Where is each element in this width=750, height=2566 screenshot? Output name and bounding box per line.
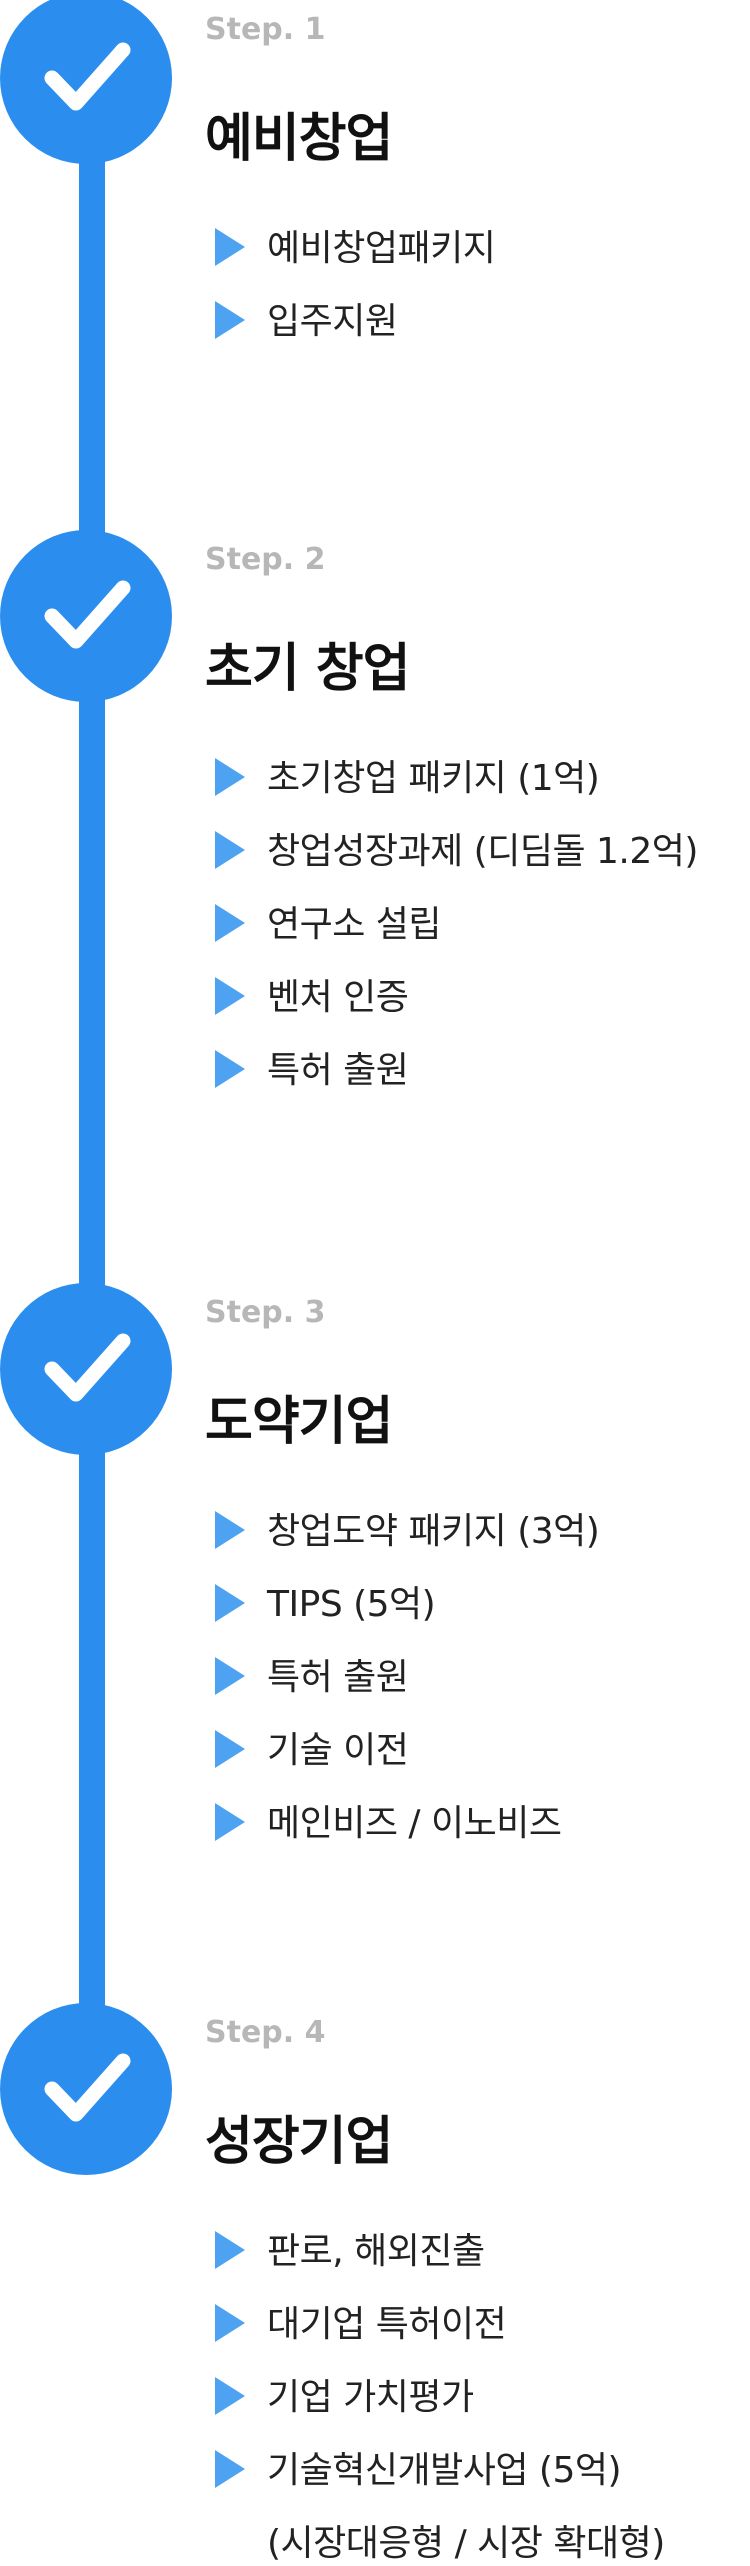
triangle-right-icon [215, 2231, 245, 2269]
item-text: 기업 가치평가 [267, 2377, 474, 2418]
item-text: 창업성장과제 (디딤돌 1.2억) [267, 831, 698, 872]
check-circle-icon [0, 1283, 172, 1455]
item-text: 기술혁신개발사업 (5억) [267, 2450, 622, 2491]
step-title: 도약기업 [205, 1392, 393, 1452]
item-subtext: (시장대응형 / 시장 확대형) [267, 2523, 665, 2564]
triangle-right-icon [215, 2450, 245, 2488]
item-text: 특허 출원 [267, 1050, 409, 1091]
step-label: Step. 2 [205, 542, 326, 577]
triangle-right-icon [215, 977, 245, 1015]
triangle-right-icon [215, 1584, 245, 1622]
step-label: Step. 4 [205, 2015, 326, 2050]
step-title: 성장기업 [205, 2112, 393, 2172]
triangle-right-icon [215, 758, 245, 796]
item-text: 대기업 특허이전 [267, 2304, 507, 2345]
check-circle-icon [0, 2003, 172, 2175]
step-3: Step. 3 도약기업 창업도약 패키지 (3억) TIPS (5억) 특허 … [0, 1283, 750, 1844]
item-text: 특허 출원 [267, 1657, 409, 1698]
triangle-right-icon [215, 1050, 245, 1088]
item-text: 예비창업패키지 [267, 228, 496, 269]
step-title: 초기 창업 [205, 639, 410, 699]
check-circle-icon [0, 530, 172, 702]
step-title: 예비창업 [205, 109, 393, 169]
triangle-right-icon [215, 1657, 245, 1695]
triangle-right-icon [215, 831, 245, 869]
item-text: 입주지원 [267, 301, 398, 342]
timeline-line [79, 60, 105, 2090]
step-4: Step. 4 성장기업 판로, 해외진출 대기업 특허이전 기업 가치평가 기… [0, 2003, 750, 2564]
triangle-right-icon [215, 2304, 245, 2342]
triangle-right-icon [215, 1511, 245, 1549]
item-text: 기술 이전 [267, 1730, 409, 1771]
triangle-right-icon [215, 228, 245, 266]
step-2: Step. 2 초기 창업 초기창업 패키지 (1억) 창업성장과제 (디딤돌 … [0, 530, 750, 1091]
item-text: 창업도약 패키지 (3억) [267, 1511, 600, 1552]
triangle-right-icon [215, 1730, 245, 1768]
step-label: Step. 1 [205, 12, 326, 47]
item-text: 초기창업 패키지 (1억) [267, 758, 600, 799]
check-circle-icon [0, 0, 172, 164]
item-text: 연구소 설립 [267, 904, 442, 945]
triangle-right-icon [215, 2377, 245, 2415]
triangle-right-icon [215, 301, 245, 339]
triangle-right-icon [215, 1803, 245, 1841]
item-text: TIPS (5억) [267, 1584, 436, 1625]
step-label: Step. 3 [205, 1295, 326, 1330]
item-text: 판로, 해외진출 [267, 2231, 485, 2272]
step-1: Step. 1 예비창업 예비창업패키지 입주지원 [0, 0, 750, 342]
item-text: 메인비즈 / 이노비즈 [267, 1803, 562, 1844]
triangle-right-icon [215, 904, 245, 942]
item-text: 벤처 인증 [267, 977, 409, 1018]
